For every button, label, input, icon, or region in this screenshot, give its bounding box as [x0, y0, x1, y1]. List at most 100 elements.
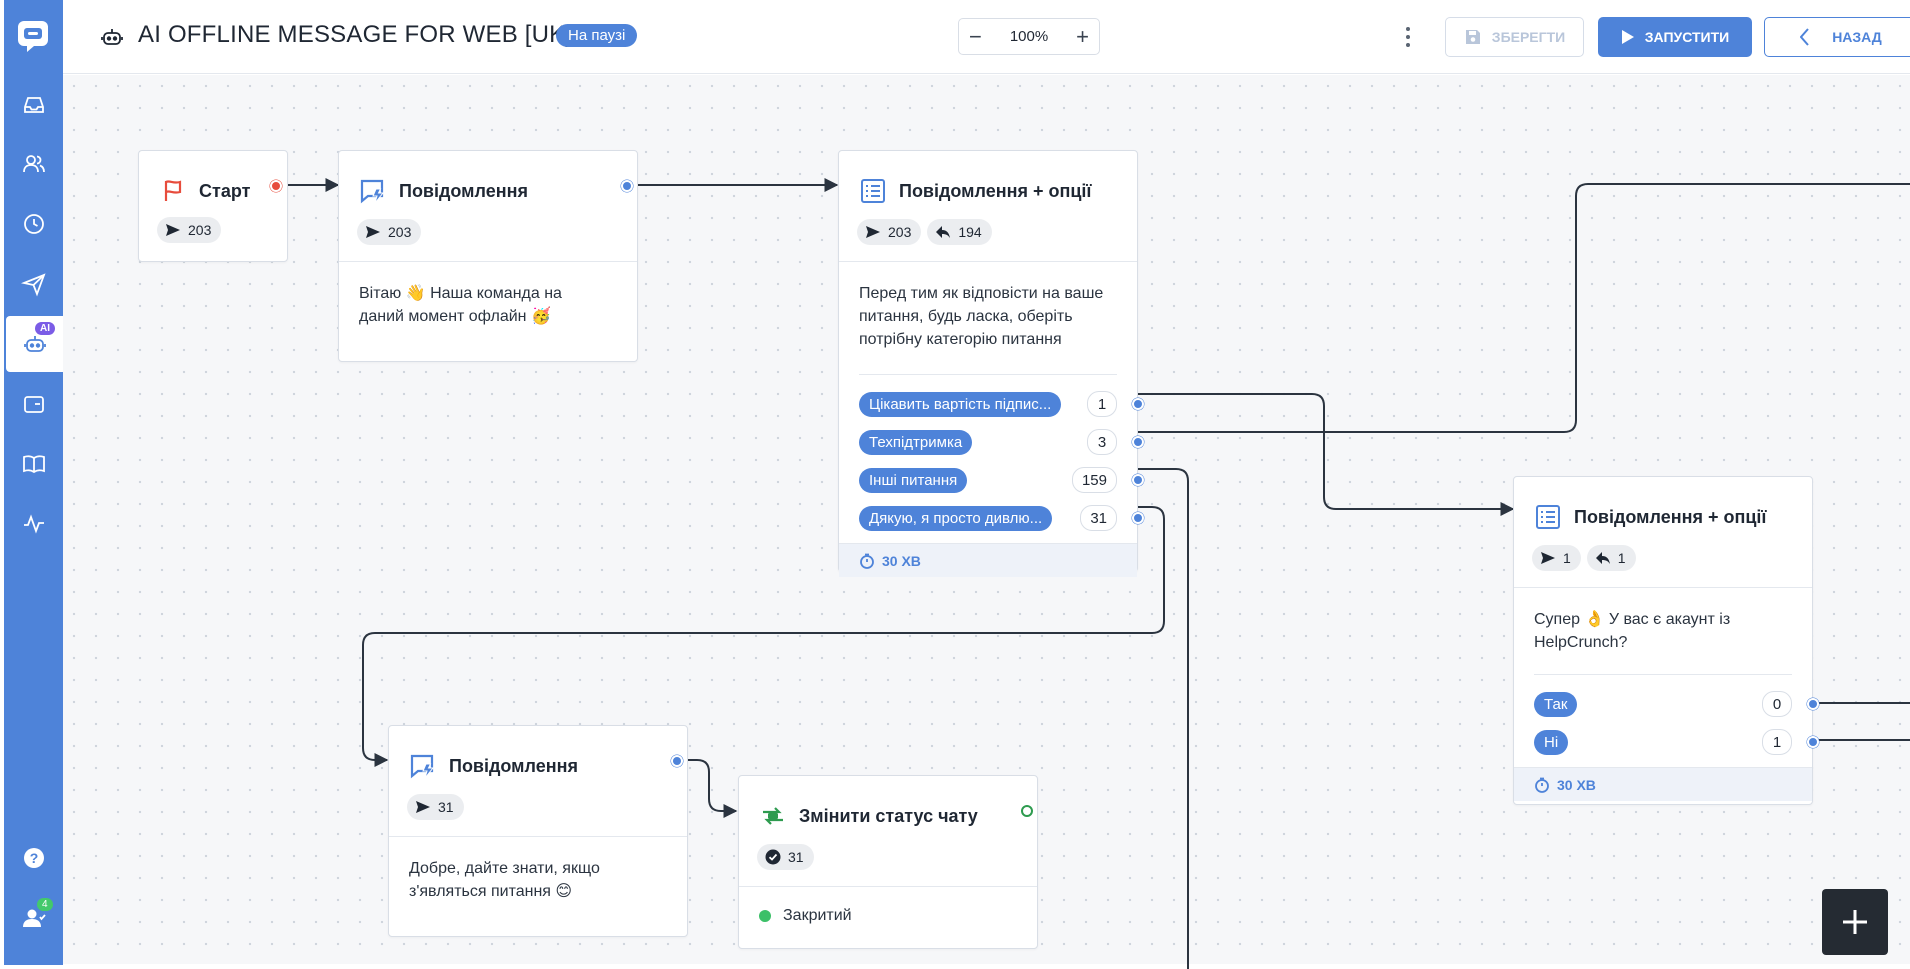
save-button[interactable]: ЗБЕРЕГТИ [1445, 17, 1584, 57]
message-node[interactable]: Повідомлення 203 Вітаю 👋 Наша команда на… [338, 150, 638, 362]
sidebar-item-help[interactable]: ? [4, 830, 63, 886]
dot [1406, 35, 1410, 39]
message-options-node[interactable]: Повідомлення + опції 1 1 Супер 👌 У вас є… [1513, 476, 1819, 805]
sidebar-item-activity[interactable] [4, 496, 63, 552]
message-text: Добре, дайте знати, якщо з'являться пита… [389, 836, 687, 903]
sidebar-item-agents[interactable]: 4 [4, 890, 63, 946]
options-node-header: Повідомлення + опції [839, 151, 1137, 211]
option-output-port[interactable] [1807, 698, 1819, 710]
message-node-title: Повідомлення [449, 755, 578, 776]
option-row[interactable]: Техпідтримка 3 [859, 423, 1144, 461]
back-button[interactable]: НАЗАД [1764, 17, 1910, 57]
done-count-badge: 31 [757, 844, 814, 870]
back-button-label: НАЗАД [1832, 29, 1882, 45]
helpcrunch-logo-icon[interactable] [15, 18, 51, 54]
dot [1406, 43, 1410, 47]
sent-arrow-icon [166, 224, 180, 236]
option-count: 159 [1071, 467, 1117, 493]
sidebar-item-inbox[interactable] [4, 77, 63, 133]
zoom-control: − 100% + [958, 18, 1100, 55]
options-list: Так 0 Ні 1 [1514, 675, 1819, 767]
option-row[interactable]: Інші питання 159 [859, 461, 1144, 499]
sidebar-item-send[interactable] [4, 256, 63, 312]
book-icon [22, 455, 45, 474]
more-menu-button[interactable] [1401, 24, 1415, 50]
options-node-stats: 1 1 [1514, 537, 1812, 587]
option-row[interactable]: Так 0 [1534, 685, 1819, 723]
option-label: Інші питання [859, 467, 968, 493]
reply-count-badge: 1 [1586, 545, 1636, 571]
zoom-level: 100% [1009, 28, 1049, 45]
options-node-stats: 203 194 [839, 211, 1137, 261]
agents-icon [22, 909, 46, 927]
zoom-out-button[interactable]: − [969, 23, 982, 49]
status-node-title: Змінити статус чату [799, 805, 978, 826]
bot-icon [101, 29, 123, 45]
message-options-node[interactable]: Повідомлення + опції 203 194 Перед тим я… [838, 150, 1144, 577]
option-output-port[interactable] [1132, 398, 1144, 410]
option-label: Цікавить вартість підпис... [859, 391, 1062, 417]
plus-icon [1843, 910, 1867, 934]
send-icon [20, 273, 46, 297]
add-node-button[interactable] [1822, 889, 1888, 955]
run-button-label: ЗАПУСТИТИ [1644, 29, 1730, 45]
sent-count-badge: 203 [357, 219, 422, 245]
dot [1406, 27, 1410, 31]
sidebar-item-chatbot[interactable]: AI [6, 316, 63, 372]
change-status-node[interactable]: Змінити статус чату 31 Закритий [738, 775, 1038, 949]
divider [1534, 674, 1792, 675]
start-output-port[interactable] [270, 180, 282, 192]
option-count: 1 [1087, 391, 1117, 417]
message-node[interactable]: Повідомлення 31 Добре, дайте знати, якщо… [388, 725, 688, 937]
options-node-body: Перед тим як відповісти на ваше питання,… [839, 261, 1137, 374]
list-icon [1536, 505, 1560, 529]
option-row[interactable]: Дякую, я просто дивлю... 31 [859, 499, 1144, 537]
history-icon [23, 214, 44, 234]
message-icon [410, 754, 435, 779]
run-button[interactable]: ЗАПУСТИТИ [1598, 17, 1752, 57]
chat-status-label: Закритий [783, 907, 852, 924]
chevron-left-icon [1800, 28, 1809, 46]
reply-count: 194 [958, 224, 982, 240]
sent-count-badge: 1 [1532, 545, 1581, 571]
start-node[interactable]: Старт 203 [138, 150, 288, 262]
options-message-text: Перед тим як відповісти на ваше питання,… [859, 282, 1117, 374]
status-node-header: Змінити статус чату [739, 776, 1037, 836]
reply-count: 1 [1617, 550, 1626, 566]
canvas-bottom-edge [63, 964, 1910, 969]
options-node-header: Повідомлення + опції [1514, 477, 1812, 537]
status-change-icon [763, 807, 783, 825]
option-output-port[interactable] [1132, 436, 1144, 448]
message-output-port[interactable] [621, 180, 633, 192]
zoom-in-button[interactable]: + [1076, 23, 1089, 49]
play-icon [1621, 30, 1634, 44]
option-output-port[interactable] [1132, 512, 1144, 524]
sent-count-badge: 203 [857, 219, 922, 245]
sidebar-item-window[interactable] [4, 376, 63, 432]
reply-arrow-icon [936, 226, 951, 238]
sidebar-item-contacts[interactable] [4, 136, 63, 192]
status-output-port[interactable] [1021, 805, 1033, 817]
sent-count: 31 [438, 799, 454, 815]
sent-count: 203 [388, 224, 412, 240]
option-output-port[interactable] [1807, 736, 1819, 748]
message-output-port[interactable] [671, 755, 683, 767]
start-node-title: Старт [199, 180, 251, 201]
sent-arrow-icon [416, 801, 430, 813]
status-node-stats: 31 [739, 836, 1037, 886]
timeout-value: 30 ХВ [882, 552, 921, 569]
page-title: AI OFFLINE MESSAGE FOR WEB [UK] [138, 21, 573, 48]
option-count: 1 [1762, 729, 1792, 755]
floppy-icon [1465, 30, 1480, 44]
option-output-port[interactable] [1132, 474, 1144, 486]
agents-online-count: 4 [37, 898, 53, 911]
sidebar-item-history[interactable] [4, 196, 63, 252]
sidebar-item-knowledge[interactable] [4, 436, 63, 492]
sent-count-badge: 31 [407, 794, 464, 820]
message-node-title: Повідомлення [399, 180, 528, 201]
status-dot-icon [759, 910, 771, 922]
option-row[interactable]: Цікавить вартість підпис... 1 [859, 385, 1144, 423]
sent-count: 203 [188, 222, 212, 238]
reply-arrow-icon [1595, 552, 1610, 564]
option-row[interactable]: Ні 1 [1534, 723, 1819, 761]
